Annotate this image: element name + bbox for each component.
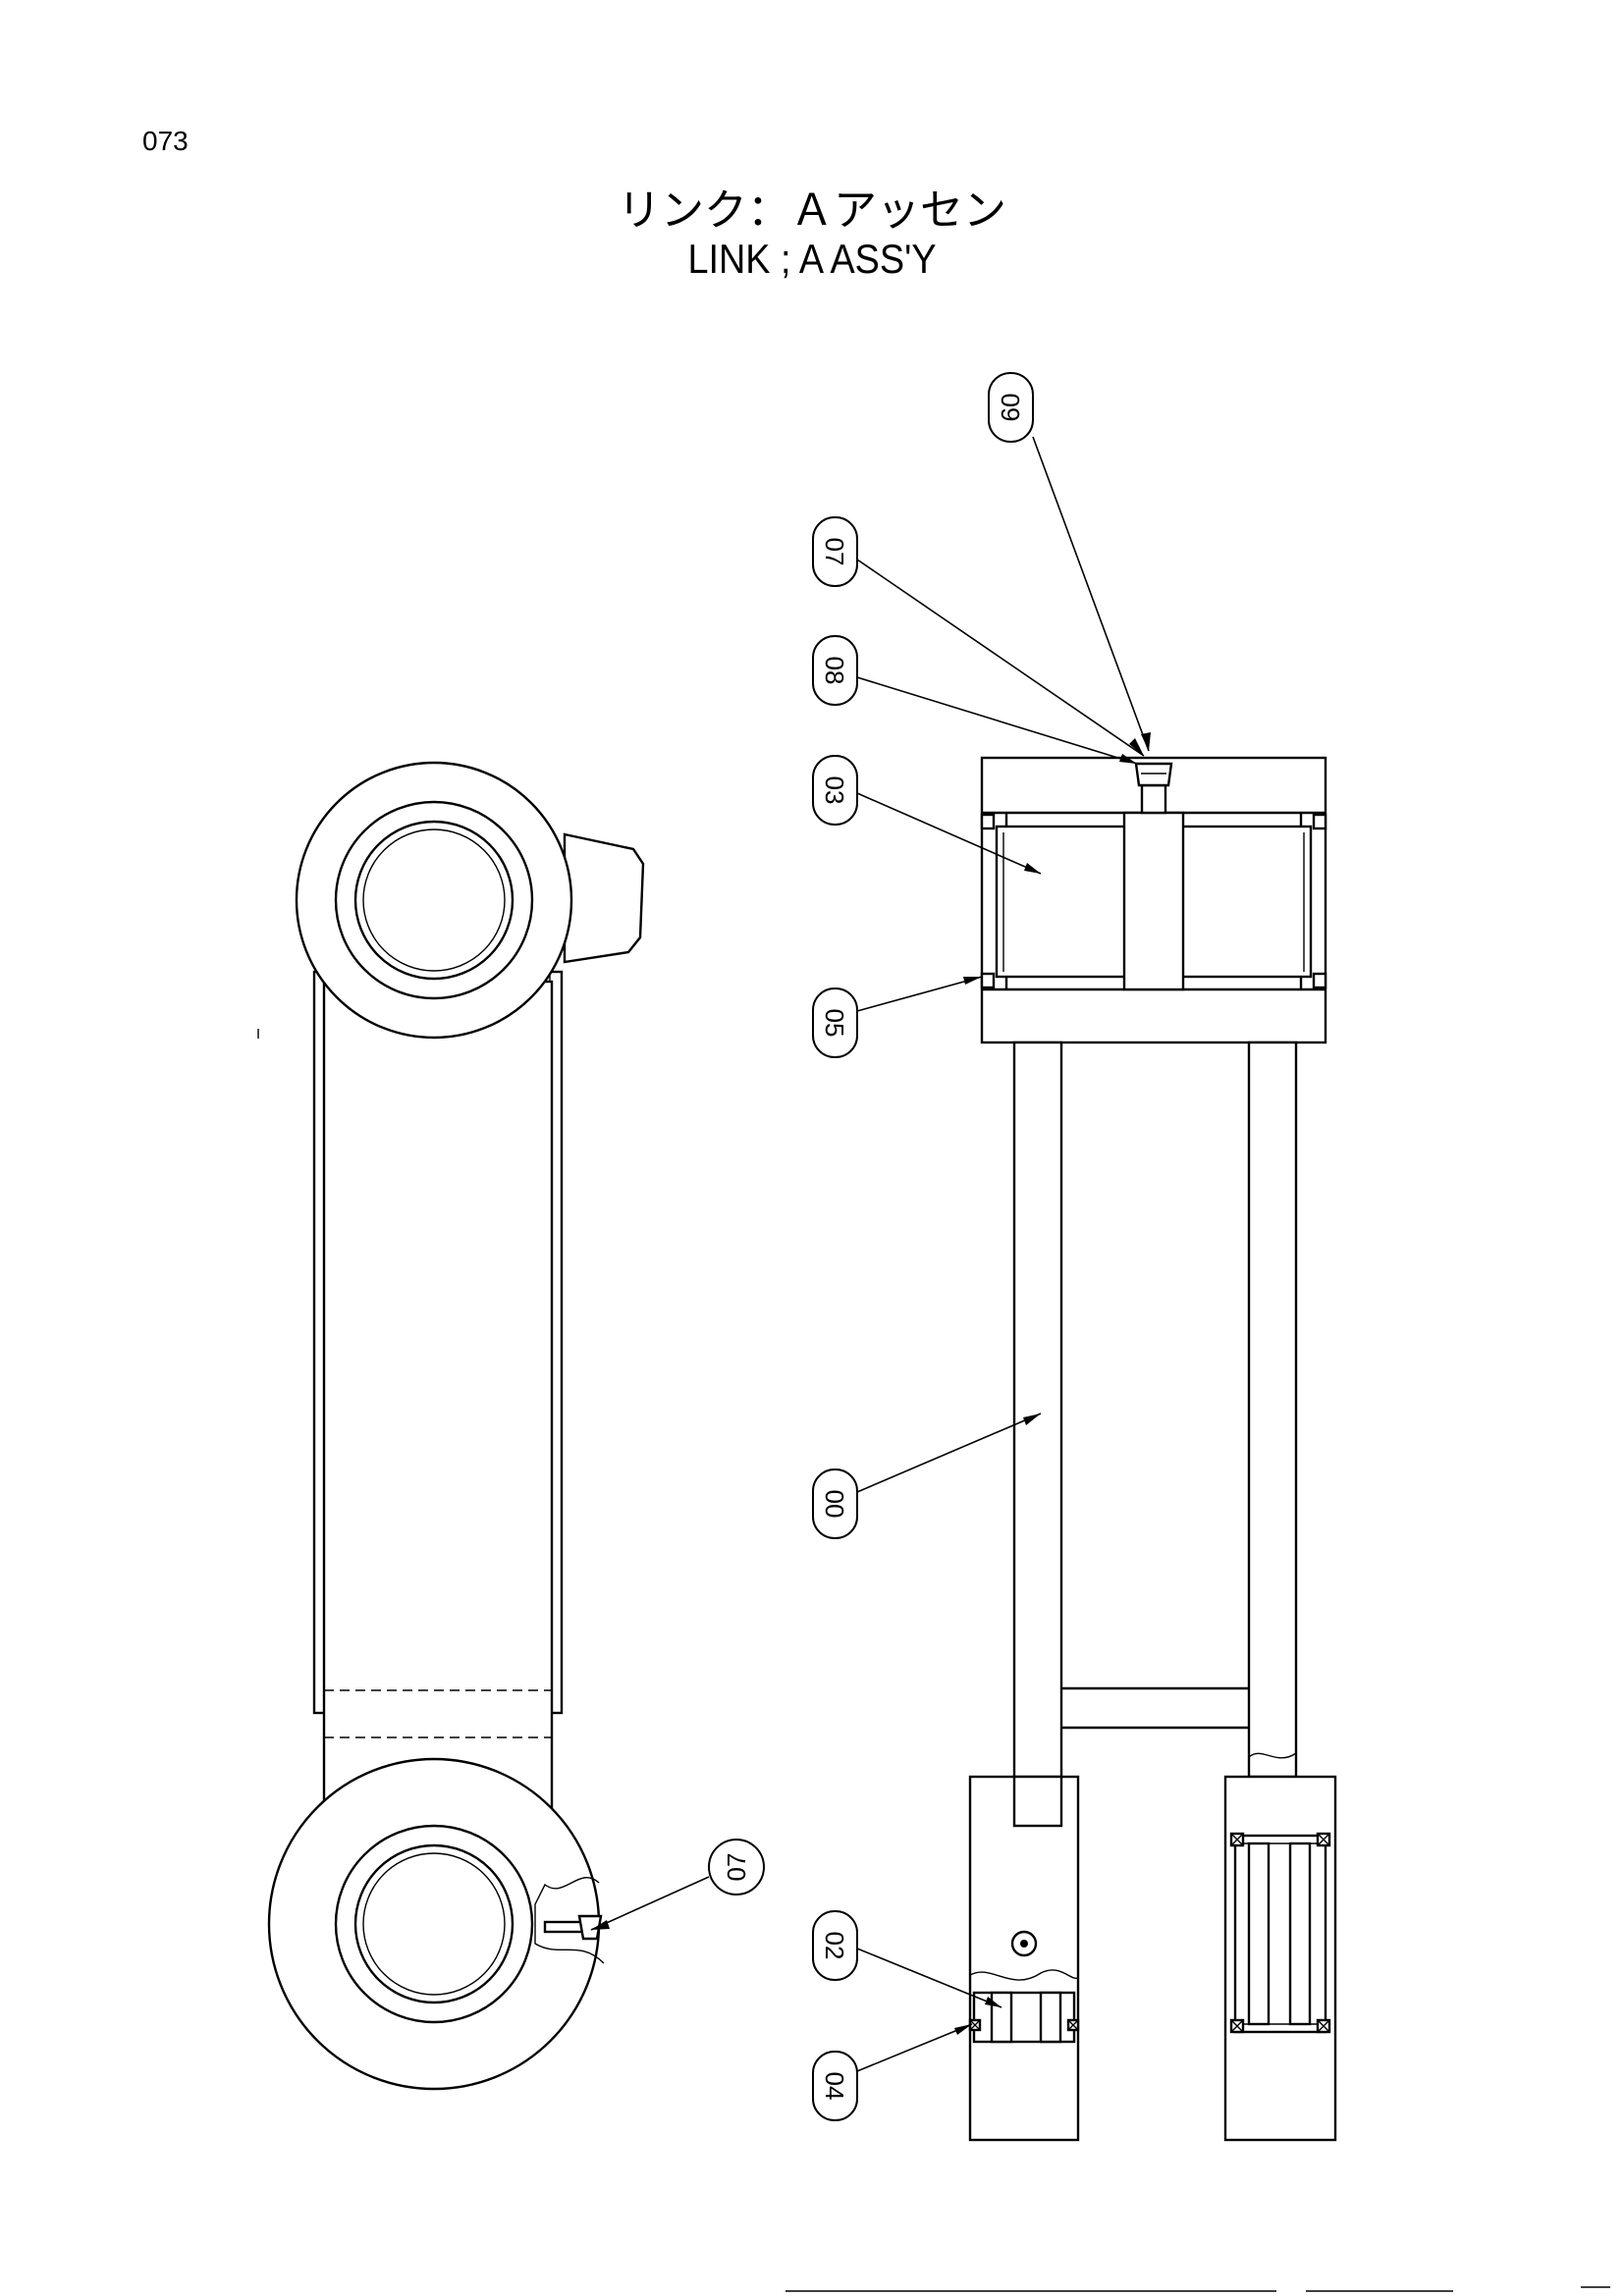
callout-label: 03 xyxy=(820,776,849,805)
side-view: 07 xyxy=(257,761,765,2091)
callout-label: 05 xyxy=(820,1009,849,1038)
front-view: 09 07 08 03 05 00 02 04 xyxy=(812,372,1337,2142)
footer-rule xyxy=(785,2286,1610,2292)
callout-label: 02 xyxy=(820,1932,849,1960)
callout-label: 07 xyxy=(820,538,849,566)
title-english: LINK ; A ASS'Y xyxy=(687,236,937,282)
callout-label: 08 xyxy=(820,657,849,685)
callout-label: 00 xyxy=(820,1490,849,1519)
callout-label: 04 xyxy=(820,2072,849,2101)
callout-label: 09 xyxy=(996,394,1025,422)
page-number: 073 xyxy=(142,126,189,156)
upper-eye xyxy=(295,761,573,1040)
callout-label: 07 xyxy=(722,1853,751,1882)
title-japanese: リンク：Ａアッセン xyxy=(618,186,1006,236)
